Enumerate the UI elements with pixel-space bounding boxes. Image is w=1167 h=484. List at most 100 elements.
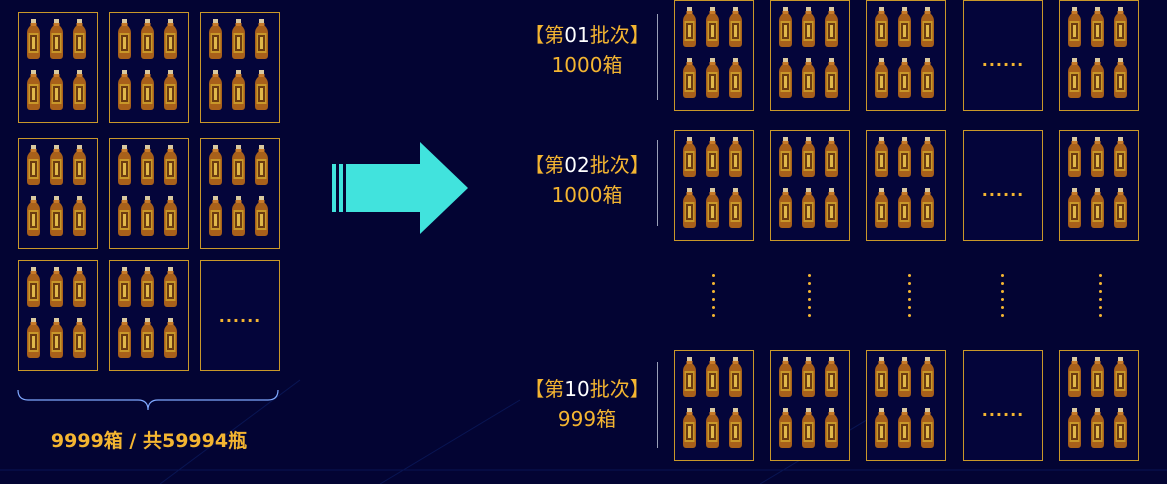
box-of-bottles (770, 130, 850, 241)
batch-number: 01 (564, 23, 590, 47)
batch-suffix: 批次 (589, 23, 630, 47)
batch-label-01: 【第01批次】 1000箱 (502, 20, 672, 80)
box-of-bottles (18, 138, 98, 249)
bottle-icon (139, 70, 156, 110)
bottle-icon (1089, 137, 1106, 177)
bottle-icon (230, 70, 247, 110)
bottle-icon (207, 19, 224, 59)
bottle-icon (727, 7, 744, 47)
bottle-icon (873, 408, 890, 448)
left-ellipsis-box: ...... (200, 260, 280, 371)
bottle-icon (1112, 408, 1129, 448)
bottle-icon (162, 19, 179, 59)
box-of-bottles (866, 0, 946, 111)
bottle-icon (873, 188, 890, 228)
bottle-icon (162, 196, 179, 236)
bottle-icon (873, 137, 890, 177)
bottle-icon (253, 70, 270, 110)
bottle-icon (1089, 7, 1106, 47)
bracket-open: 【 (524, 377, 545, 401)
bracket-open: 【 (524, 153, 545, 177)
bottle-icon (1112, 58, 1129, 98)
bottle-icon (800, 188, 817, 228)
bottle-icon (873, 357, 890, 397)
bottle-icon (1066, 7, 1083, 47)
box-of-bottles (866, 130, 946, 241)
separator-line (657, 362, 658, 448)
box-of-bottles (1059, 350, 1139, 461)
bottle-icon (727, 188, 744, 228)
bottle-icon (1112, 7, 1129, 47)
box-of-bottles (866, 350, 946, 461)
box-of-bottles (674, 130, 754, 241)
bottle-icon (823, 58, 840, 98)
batch-suffix: 批次 (589, 153, 630, 177)
box-of-bottles (1059, 0, 1139, 111)
bottle-icon (116, 318, 133, 358)
bottle-icon (919, 188, 936, 228)
bottle-icon (253, 19, 270, 59)
batch-label-02: 【第02批次】 1000箱 (502, 150, 672, 210)
bottle-icon (1089, 408, 1106, 448)
bottle-icon (919, 7, 936, 47)
bottle-icon (1089, 188, 1106, 228)
bottle-icon (1112, 137, 1129, 177)
bracket-close: 】 (629, 23, 650, 47)
separator-line (657, 140, 658, 226)
bottle-icon (704, 137, 721, 177)
bottle-icon (139, 196, 156, 236)
box-of-bottles (770, 350, 850, 461)
bottle-icon (1089, 58, 1106, 98)
bottle-icon (896, 408, 913, 448)
bottle-icon (704, 408, 721, 448)
bottle-icon (823, 408, 840, 448)
bottle-icon (919, 408, 936, 448)
bottle-icon (777, 188, 794, 228)
batch-number: 02 (564, 153, 590, 177)
bottle-icon (116, 267, 133, 307)
bottle-icon (116, 19, 133, 59)
right-ellipsis-box: ...... (963, 0, 1043, 111)
bracket-close: 】 (629, 377, 650, 401)
bottle-icon (1112, 188, 1129, 228)
bottle-icon (71, 70, 88, 110)
bottle-icon (25, 267, 42, 307)
bottle-icon (1066, 408, 1083, 448)
right-arrow-icon (332, 142, 468, 234)
bottle-icon (681, 58, 698, 98)
box-of-bottles (109, 12, 189, 123)
batch-count: 1000箱 (551, 183, 623, 207)
box-of-bottles (674, 0, 754, 111)
bottle-icon (162, 145, 179, 185)
box-of-bottles (674, 350, 754, 461)
bottle-icon (777, 7, 794, 47)
bracket-open: 【 (524, 23, 545, 47)
bottle-icon (777, 137, 794, 177)
bottle-icon (139, 19, 156, 59)
vertical-ellipsis (712, 274, 716, 322)
bottle-icon (896, 357, 913, 397)
bottle-icon (919, 58, 936, 98)
batch-number: 10 (564, 377, 590, 401)
bottle-icon (873, 58, 890, 98)
bottle-icon (25, 318, 42, 358)
bottle-icon (48, 70, 65, 110)
bottle-icon (162, 267, 179, 307)
bottle-icon (25, 145, 42, 185)
bottle-icon (800, 357, 817, 397)
brace (17, 389, 279, 411)
bottle-icon (681, 188, 698, 228)
batch-prefix: 第 (544, 23, 565, 47)
bottle-icon (681, 357, 698, 397)
bottle-icon (823, 357, 840, 397)
batch-count: 999箱 (557, 407, 617, 431)
bottle-icon (139, 318, 156, 358)
bottle-icon (116, 145, 133, 185)
bottle-icon (25, 70, 42, 110)
bottle-icon (704, 188, 721, 228)
batch-label-10: 【第10批次】 999箱 (502, 374, 672, 434)
box-of-bottles (109, 260, 189, 371)
bottle-icon (116, 70, 133, 110)
bottle-icon (896, 58, 913, 98)
